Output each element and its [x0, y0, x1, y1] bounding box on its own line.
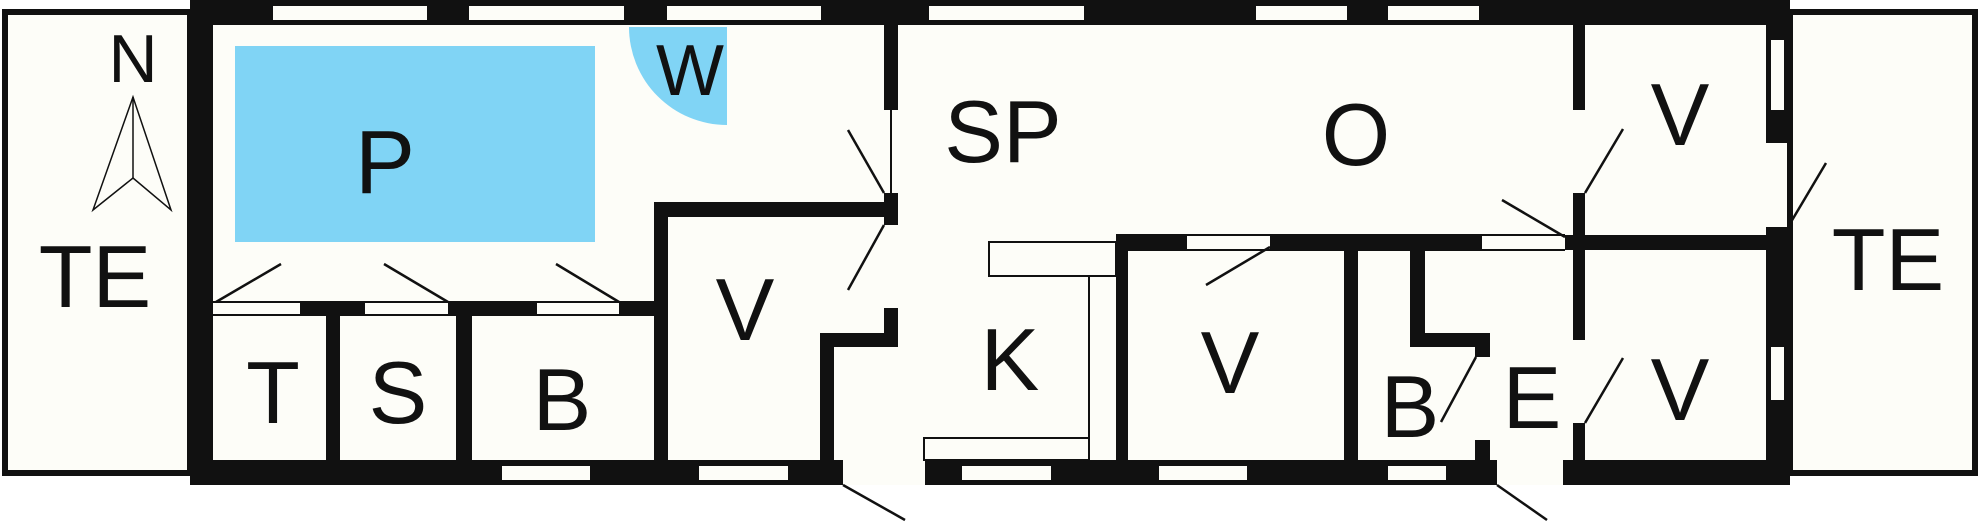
- interior-walls: [213, 25, 1790, 460]
- room-label-bath-west: B: [533, 350, 592, 449]
- room-label-entrance: E: [1503, 348, 1562, 447]
- kitchen-counters: [923, 241, 1117, 461]
- room-label-terrace-east: TE: [1832, 210, 1944, 309]
- room-label-bedroom-ne: V: [1651, 65, 1710, 164]
- room-label-terrace-west: TE: [39, 227, 151, 326]
- room-label-toilet: T: [246, 343, 300, 442]
- room-label-bath-east: B: [1381, 357, 1440, 456]
- north-label: N: [108, 21, 157, 97]
- room-label-bedroom-se: V: [1651, 340, 1710, 439]
- room-label-kitchen: K: [981, 310, 1040, 409]
- room-label-whirlpool: W: [656, 31, 724, 111]
- terrace-west: [2, 9, 193, 476]
- pool: [235, 46, 595, 242]
- room-label-bedroom-mid: V: [1201, 313, 1260, 412]
- windows: [273, 6, 1784, 480]
- room-label-pool: P: [355, 113, 415, 213]
- room-label-dining: SP: [944, 82, 1061, 181]
- room-label-sauna: S: [369, 343, 428, 442]
- room-label-bedroom-w: V: [716, 260, 775, 359]
- north-arrow-icon: [91, 94, 173, 213]
- whirlpool: [629, 27, 727, 125]
- room-label-living: O: [1322, 85, 1390, 184]
- door-swings: [215, 128, 1828, 522]
